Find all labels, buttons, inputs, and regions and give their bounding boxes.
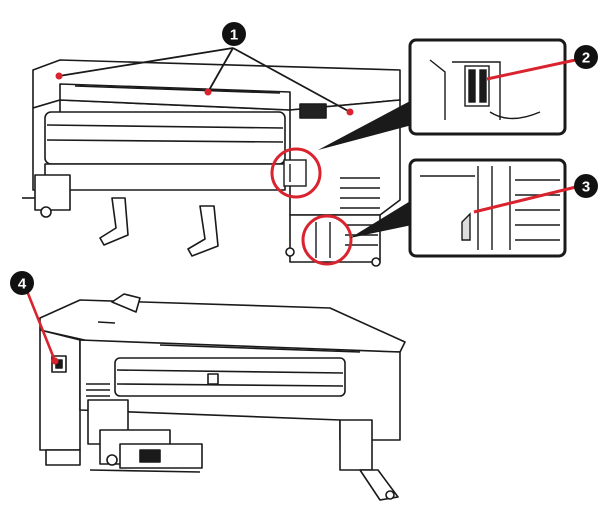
left-roller-unit	[34, 174, 71, 211]
foot-right	[187, 205, 219, 257]
zoom-panel-3	[350, 158, 581, 258]
rear-left-panel	[39, 329, 81, 451]
highlight-circle-lower	[301, 214, 353, 266]
callout-number-3: 3	[582, 179, 590, 196]
lower-cover	[44, 163, 286, 191]
callout-badge-3: 3	[574, 174, 598, 198]
callout-4-leader	[23, 285, 57, 362]
control-panel-screen	[299, 103, 327, 119]
top-cover-front	[59, 83, 291, 111]
callout-number-4: 4	[18, 276, 27, 293]
target-dot-1c	[346, 108, 354, 116]
zoom-panel-2	[318, 38, 581, 150]
callout-3-leader	[473, 184, 581, 214]
callout-number-1: 1	[230, 27, 238, 44]
target-dot-4	[51, 357, 59, 365]
callout-badge-4: 4	[10, 271, 34, 295]
callout-1-leaders	[58, 47, 351, 113]
callout-2-leader	[486, 57, 581, 81]
target-dot-1b	[204, 88, 212, 96]
foot-left	[99, 197, 129, 246]
callout-badge-1: 1	[222, 22, 246, 46]
highlight-circle-card-slot	[270, 147, 322, 199]
target-dot-1a	[55, 72, 63, 80]
callout-number-2: 2	[582, 50, 590, 67]
printer-rear-view	[39, 293, 406, 501]
media-roll	[44, 111, 286, 165]
callout-badge-2: 2	[574, 45, 598, 69]
rear-media-roll	[114, 357, 346, 397]
